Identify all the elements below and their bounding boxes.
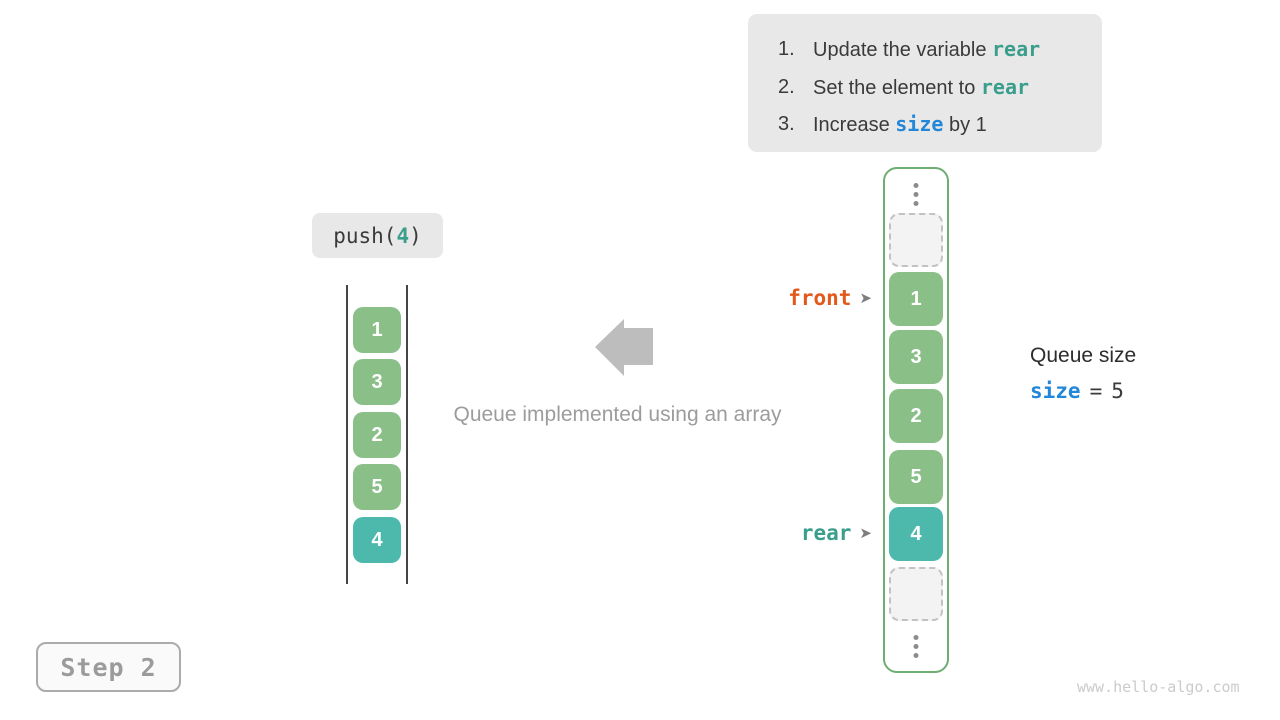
array-cell: 3 — [353, 359, 401, 405]
instruction-number: 1. — [778, 38, 795, 60]
empty-slot — [889, 567, 943, 621]
size-variable: size — [1030, 379, 1081, 403]
push-operation-label: push(4) — [312, 213, 443, 258]
instruction-number: 2. — [778, 75, 795, 98]
code-token: size — [895, 112, 944, 136]
watermark: www.hello-algo.com — [1077, 678, 1240, 696]
queue-size-info: Queue size size = 5 — [1030, 344, 1136, 403]
instruction-text: Update the variable rear — [813, 37, 1041, 61]
size-value: 5 — [1111, 379, 1124, 403]
instruction-item: 1. Update the variable rear — [778, 31, 1102, 69]
array-cell: 2 — [353, 412, 401, 458]
diagram-caption: Queue implemented using an array — [453, 403, 782, 426]
instruction-item: 2. Set the element to rear — [778, 69, 1102, 107]
queue-cell: 3 — [889, 330, 943, 384]
instruction-item: 3. Increase size by 1 — [778, 106, 1102, 144]
code-token: rear — [992, 37, 1041, 61]
instruction-text: Increase size by 1 — [813, 112, 987, 136]
queue-cell: 1 — [889, 272, 943, 326]
ellipsis-icon — [913, 635, 919, 662]
front-pointer-label: front — [788, 286, 852, 310]
empty-slot — [889, 213, 943, 267]
rear-pointer-arrow-icon: ➤ — [859, 524, 872, 542]
step-badge: Step 2 — [36, 642, 181, 692]
array-cell: 5 — [353, 464, 401, 510]
rear-pointer-label: rear — [800, 521, 852, 545]
queue-size-value-line: size = 5 — [1030, 379, 1136, 403]
array-cell: 4 — [353, 517, 401, 563]
left-arrow-icon — [595, 319, 653, 376]
push-arg: 4 — [396, 223, 410, 248]
instruction-text: Set the element to rear — [813, 74, 1030, 99]
instruction-list: 1. Update the variable rear 2. Set the elem… — [778, 31, 1102, 144]
front-pointer: front ➤ — [756, 286, 872, 310]
queue-cell: 4 — [889, 507, 943, 561]
instruction-box: 1. Update the variable rear 2. Set the elem… — [748, 14, 1102, 152]
rear-pointer: rear ➤ — [756, 521, 872, 545]
push-pre: push( — [333, 223, 397, 248]
queue-cell: 5 — [889, 450, 943, 504]
equals-sign: = — [1089, 379, 1103, 403]
instruction-number: 3. — [778, 113, 795, 135]
queue-size-title: Queue size — [1030, 344, 1137, 367]
array-rails: 1 3 2 5 4 — [346, 285, 408, 584]
ellipsis-icon — [913, 183, 919, 210]
push-post: ) — [409, 223, 422, 248]
array-cell: 1 — [353, 307, 401, 353]
code-token: rear — [980, 74, 1030, 99]
queue-cell: 2 — [889, 389, 943, 443]
front-pointer-arrow-icon: ➤ — [859, 289, 872, 307]
